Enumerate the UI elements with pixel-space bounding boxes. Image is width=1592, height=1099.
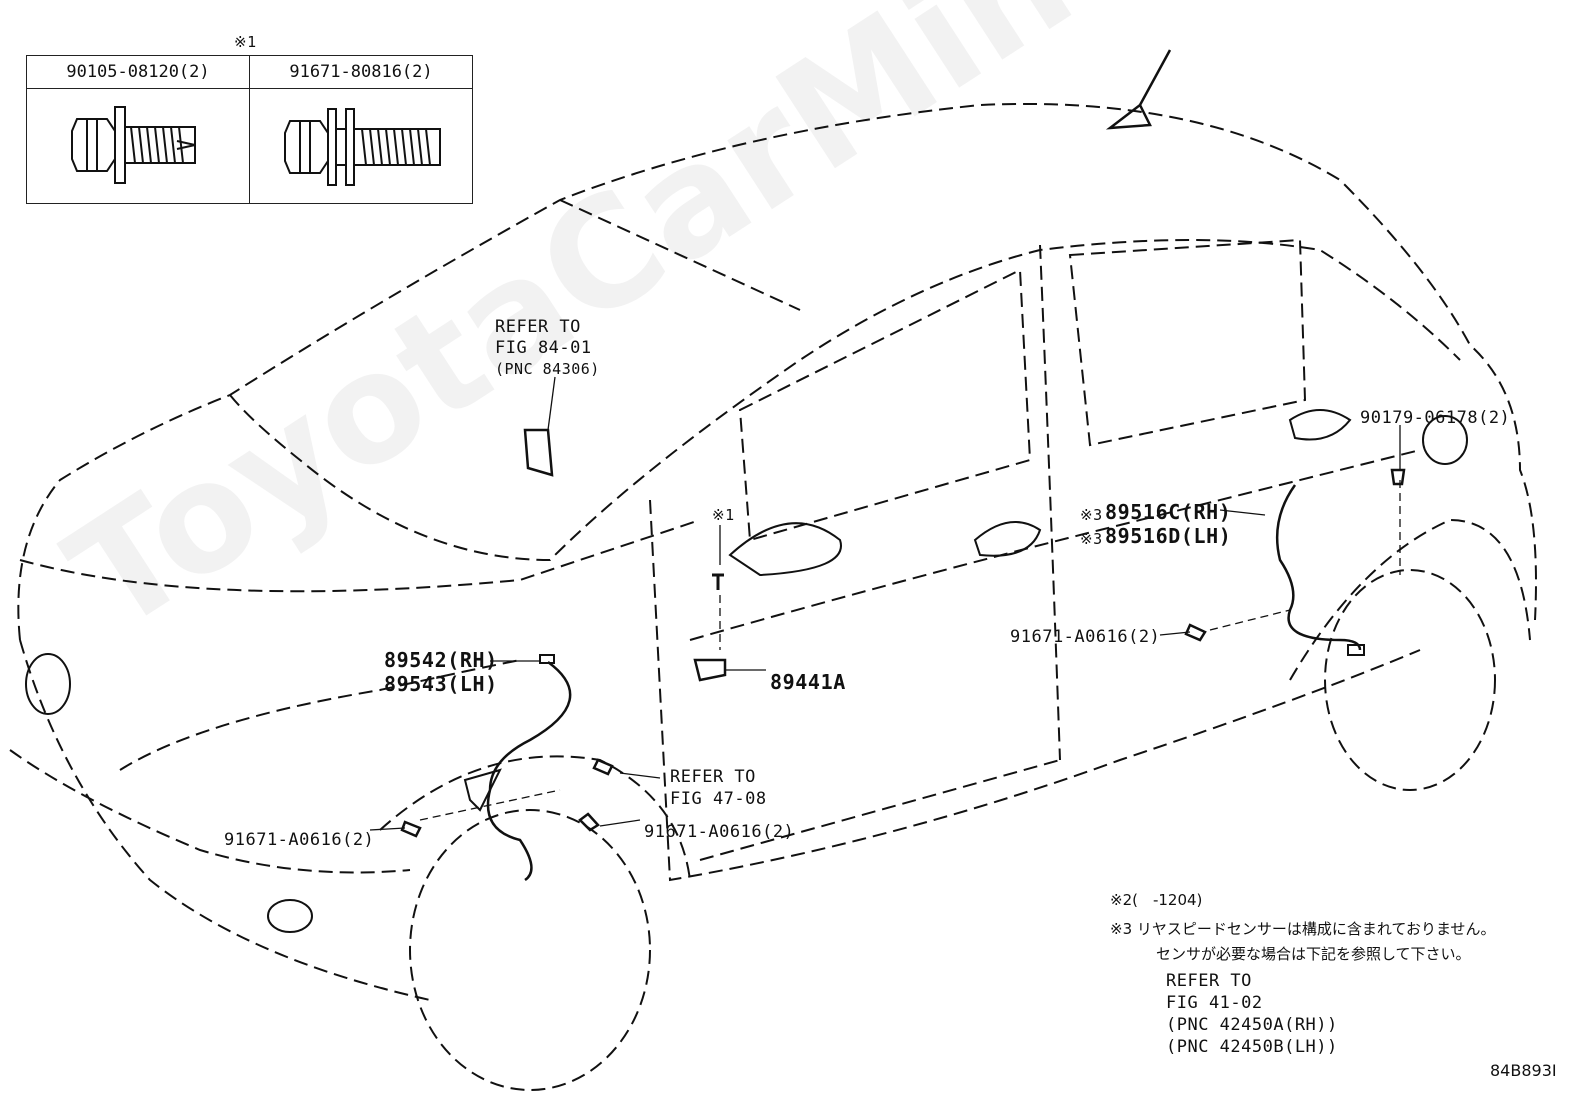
part-label-90179: 90179-06178(2) [1360,408,1511,428]
refer-fig-41-line4: (PNC 42450B(LH)) [1166,1037,1338,1057]
refer-fig-47-line1: REFER TO [670,767,756,787]
refer-fig-84-line1: REFER TO [495,317,581,337]
bolt-icon [284,108,441,186]
part-label-89516c: 89516C(RH) [1105,500,1232,524]
flange-bolt-illustration [26,88,250,204]
note-2: ※2( -1204) [1110,891,1203,909]
refer-fig-41-line2: FIG 41-02 [1166,993,1263,1013]
diagram-code: 84B893I [1490,1061,1557,1080]
note-3-line1: ※3 リヤスピードセンサーは構成に含まれておりません。 [1110,920,1496,938]
part-label-bolt-front-left: 91671-A0616(2) [224,830,375,850]
marker-3b: ※3 [1080,530,1103,548]
part-label-89543: 89543(LH) [384,672,498,696]
note-3-line2: センサが必要な場合は下記を参照して下さい。 [1156,945,1471,963]
part-label-bolt-rear: 91671-A0616(2) [1010,627,1161,647]
washer-bolt-illustration [249,88,473,204]
spec-table-header-2: 91671-80816(2) [249,55,473,89]
refer-fig-41-line1: REFER TO [1166,971,1252,991]
refer-fig-41-line3: (PNC 42450A(RH)) [1166,1015,1338,1035]
part-label-89441a: 89441A [770,670,846,694]
part-label-bolt-front-mid: 91671-A0616(2) [644,822,795,842]
spec-table-header-1: 90105-08120(2) [26,55,250,89]
part-label-89542: 89542(RH) [384,648,498,672]
marker-3a: ※3 [1080,506,1103,524]
refer-fig-84-line3: (PNC 84306) [495,360,600,378]
part-label-89516d: 89516D(LH) [1105,524,1232,548]
bolt-icon [71,106,196,184]
spec-table-marker: ※1 [234,33,257,51]
refer-fig-47-line2: FIG 47-08 [670,789,767,809]
refer-fig-84-line2: FIG 84-01 [495,338,592,358]
spec-table: 90105-08120(2) 91671-80816(2) [26,55,473,204]
marker-1-mid: ※1 [712,506,735,524]
